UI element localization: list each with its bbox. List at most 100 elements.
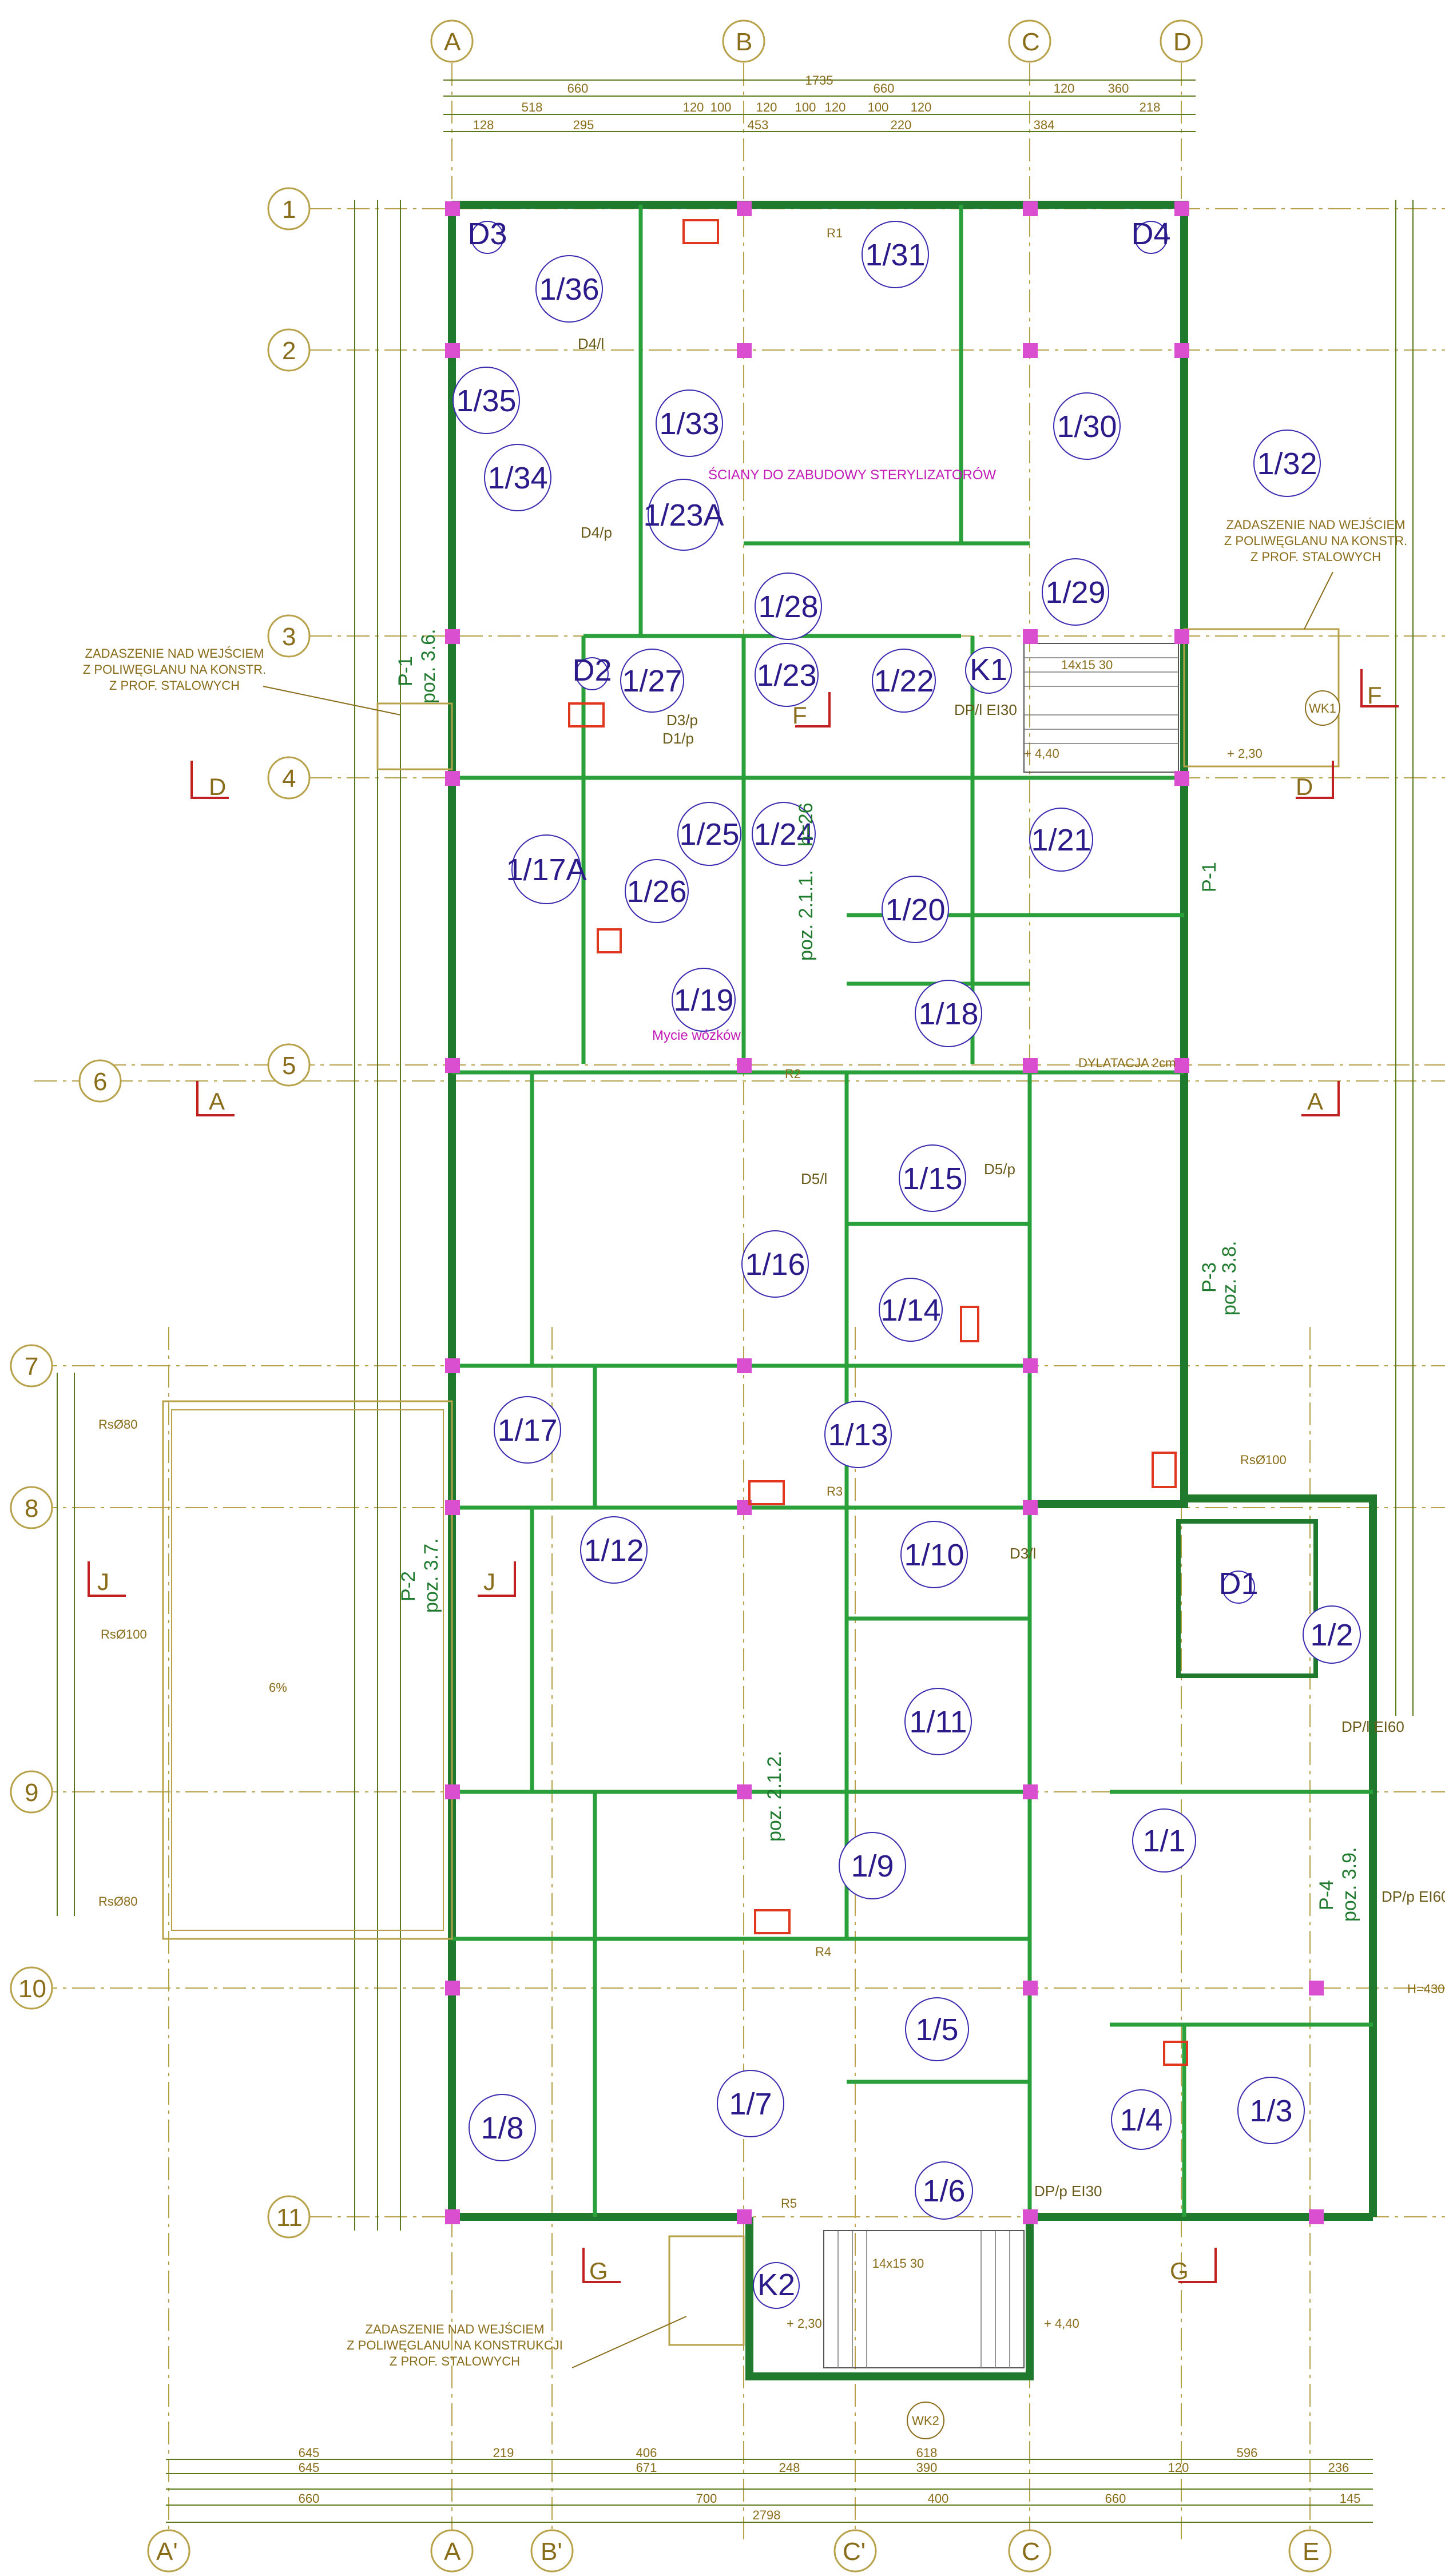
pipe-label: RsØ100 bbox=[1240, 1453, 1287, 1467]
dim-text: 360 bbox=[1108, 81, 1129, 96]
pipe-label: RsØ80 bbox=[98, 1417, 137, 1432]
door-label: DP/p EI60 bbox=[1382, 1888, 1445, 1905]
post-p2: P-2 bbox=[398, 1571, 419, 1601]
dim-text: 220 bbox=[891, 118, 912, 132]
axis-label: C' bbox=[843, 2538, 866, 2566]
room-1-21: 1/21 bbox=[1029, 808, 1093, 872]
section-label: J bbox=[97, 1568, 109, 1595]
room-1-3: 1/3 bbox=[1237, 2077, 1305, 2144]
room-1-6: 1/6 bbox=[915, 2161, 973, 2220]
dim-text: 120 bbox=[825, 100, 846, 114]
dim-text: 248 bbox=[779, 2460, 800, 2475]
section-label: J bbox=[483, 1568, 495, 1595]
room-1-18: 1/18 bbox=[915, 980, 982, 1047]
dim-text: 100 bbox=[795, 100, 816, 114]
post-p2-pos: poz. 3.7. bbox=[420, 1539, 442, 1613]
dim-text: 660 bbox=[299, 2491, 320, 2506]
room-1-34: 1/34 bbox=[484, 444, 551, 511]
canopy-note-left: Z POLIWĘGLANU NA KONSTR. bbox=[83, 662, 266, 677]
svg-text:1/5: 1/5 bbox=[915, 2013, 958, 2047]
mycie-note: Mycie wózków bbox=[652, 1028, 741, 1043]
level-label: + 2,30 bbox=[1227, 746, 1263, 761]
svg-text:1/11: 1/11 bbox=[909, 1705, 967, 1739]
svg-text:1/19: 1/19 bbox=[673, 983, 733, 1017]
room-1-10: 1/10 bbox=[900, 1521, 968, 1588]
riser-label: R4 bbox=[815, 1945, 831, 1959]
post-p3-pos: poz. 3.8. bbox=[1218, 1241, 1240, 1315]
dim-text: 145 bbox=[1340, 2491, 1361, 2506]
axis-bubbles-rows: 1 2 3 4 5 6 7 8 9 10 11 bbox=[10, 187, 311, 2239]
svg-text:1/27: 1/27 bbox=[622, 664, 682, 698]
section-label: F bbox=[792, 702, 807, 729]
svg-text:1/3: 1/3 bbox=[1249, 2094, 1292, 2128]
axis-label: A bbox=[444, 2538, 461, 2566]
section-label: A bbox=[209, 1088, 225, 1115]
dim-text: 518 bbox=[522, 100, 543, 114]
dim-text: 384 bbox=[1034, 118, 1055, 132]
svg-text:1/20: 1/20 bbox=[885, 893, 945, 927]
dim-text: 618 bbox=[916, 2446, 938, 2460]
k2-label: K2 bbox=[757, 2268, 795, 2302]
door-label: D3/l bbox=[1010, 1545, 1036, 1562]
room-1-17: 1/17 bbox=[494, 1396, 561, 1464]
svg-text:1/36: 1/36 bbox=[539, 272, 599, 307]
d4-label: D4 bbox=[1131, 217, 1170, 251]
svg-text:1/13: 1/13 bbox=[828, 1418, 888, 1452]
room-1-5: 1/5 bbox=[905, 1997, 969, 2061]
svg-text:1/32: 1/32 bbox=[1257, 447, 1317, 481]
dim-text: 120 bbox=[1054, 81, 1075, 96]
level-label: + 2,30 bbox=[787, 2316, 822, 2331]
room-1-28: 1/28 bbox=[755, 573, 822, 640]
room-1-7: 1/7 bbox=[717, 2070, 784, 2137]
dim-text: 120 bbox=[683, 100, 704, 114]
section-label: A bbox=[1307, 1088, 1323, 1115]
canopy-note-bottom: ZADASZENIE NAD WEJŚCIEM bbox=[366, 2322, 545, 2336]
section-label: D bbox=[1296, 773, 1313, 800]
axis-label: B bbox=[736, 28, 752, 56]
door-label: D4/l bbox=[578, 335, 604, 352]
svg-text:1/4: 1/4 bbox=[1120, 2103, 1162, 2137]
axis-label: 9 bbox=[25, 1779, 38, 1807]
axis-label: 5 bbox=[282, 1052, 296, 1080]
room-1-23a: 1/23A bbox=[643, 479, 724, 551]
room-1-36: 1/36 bbox=[535, 255, 603, 323]
dim-text: 671 bbox=[636, 2460, 657, 2475]
axis-label: 2 bbox=[282, 337, 296, 365]
door-label: D1/p bbox=[662, 730, 694, 747]
k1-label: K1 bbox=[970, 653, 1007, 687]
door-label: D5/l bbox=[801, 1170, 827, 1187]
room-1-27: 1/27 bbox=[620, 649, 684, 713]
room-1-25: 1/25 bbox=[677, 802, 741, 866]
dim-text: 295 bbox=[573, 118, 594, 132]
door-label: DP/p EI30 bbox=[1034, 2183, 1102, 2200]
axis-label: 6 bbox=[93, 1068, 107, 1096]
axis-label: 11 bbox=[276, 2204, 303, 2232]
riser-label: R2 bbox=[785, 1067, 801, 1081]
dim-text: 120 bbox=[756, 100, 777, 114]
canopy-note-left: ZADASZENIE NAD WEJŚCIEM bbox=[85, 646, 264, 661]
axis-label: 4 bbox=[282, 765, 296, 793]
canopy-note-bottom: Z POLIWĘGLANU NA KONSTRUKCJI bbox=[347, 2338, 563, 2352]
room-1-24: 1/24 bbox=[752, 802, 816, 866]
svg-text:1/26: 1/26 bbox=[626, 874, 686, 909]
svg-text:1/14: 1/14 bbox=[880, 1293, 940, 1327]
dim-total-bottom: 2798 bbox=[753, 2508, 781, 2522]
level-label: + 4,40 bbox=[1024, 746, 1059, 761]
svg-text:1/9: 1/9 bbox=[851, 1849, 894, 1883]
room-1-17a: 1/17A bbox=[506, 834, 587, 904]
d3-label: D3 bbox=[467, 217, 507, 251]
room-1-14: 1/14 bbox=[879, 1278, 943, 1342]
post-p4-pos: poz. 3.9. bbox=[1339, 1847, 1360, 1922]
svg-text:1/21: 1/21 bbox=[1031, 823, 1091, 857]
svg-text:1/28: 1/28 bbox=[758, 590, 818, 624]
stairs-label: 14x15 30 bbox=[1061, 658, 1113, 672]
element-labels: K1 K2 WK1 WK2 D1 D2 D3 D4 bbox=[467, 217, 1340, 2439]
room-1-11: 1/11 bbox=[904, 1688, 972, 1755]
dim-text: 219 bbox=[493, 2446, 514, 2460]
axis-label: D bbox=[1173, 28, 1192, 56]
poz-2-1-1: poz. 2.1.1. bbox=[795, 870, 817, 961]
dim-total-top: 1735 bbox=[805, 73, 833, 88]
door-label: D4/p bbox=[581, 524, 612, 541]
dim-text: 120 bbox=[1168, 2460, 1189, 2475]
svg-text:1/6: 1/6 bbox=[922, 2174, 965, 2208]
